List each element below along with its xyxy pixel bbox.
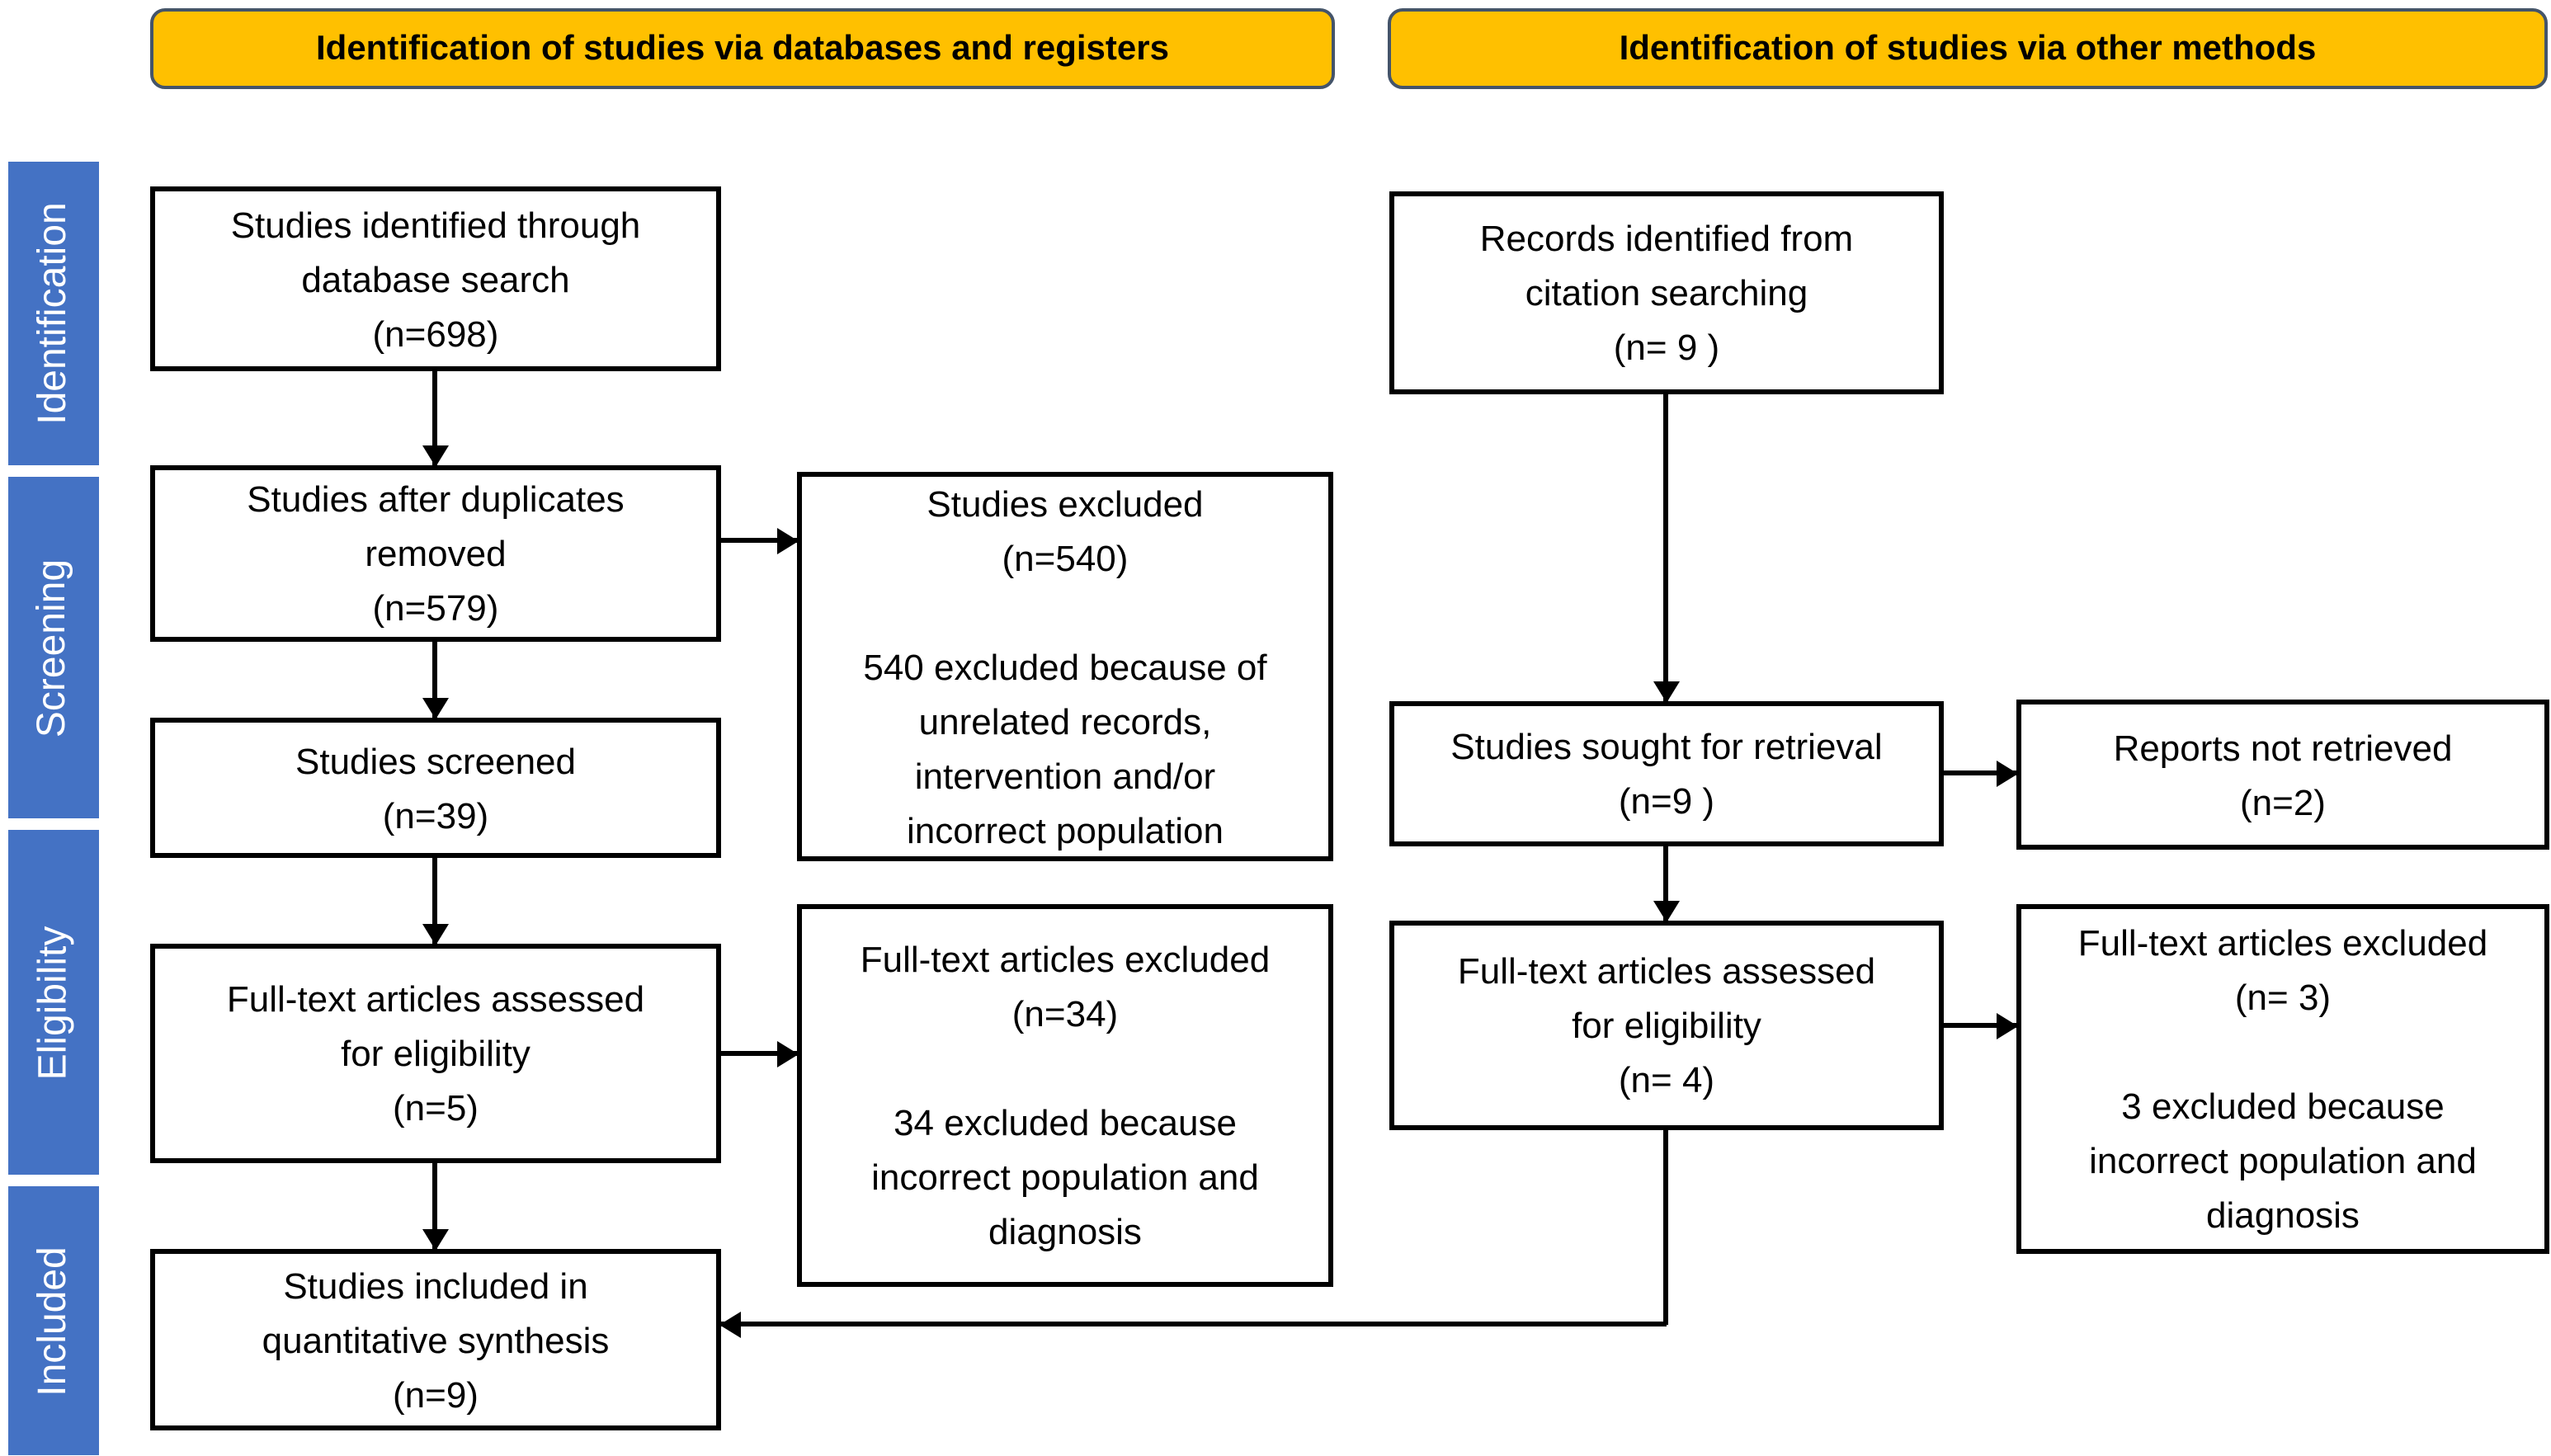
arrow-fulltext-to-included (432, 1163, 437, 1249)
stage-identification-label: Identification (31, 202, 76, 425)
box-studies-screened: Studies screened (n=39) (150, 718, 721, 858)
stage-included: Included (8, 1186, 99, 1455)
arrow-fulltext-other-to-excluded-other (1944, 1023, 2016, 1028)
arrow-sought-to-fulltext-other (1663, 846, 1668, 921)
header-other-methods: Identification of studies via other meth… (1388, 8, 2548, 89)
box-fulltext-assessed-database: Full-text articles assessed for eligibil… (150, 944, 721, 1163)
arrow-duplicates-to-excluded (721, 538, 797, 543)
arrow-other-branch-to-included (721, 1322, 1667, 1326)
box-reports-not-retrieved: Reports not retrieved (n=2) (2016, 700, 2549, 850)
box-fulltext-excluded-database: Full-text articles excluded (n=34) 34 ex… (797, 904, 1333, 1287)
stage-screening-label: Screening (31, 558, 76, 737)
arrow-fulltext-to-fulltext-excluded (721, 1051, 797, 1056)
box-duplicates-removed: Studies after duplicates removed (n=579) (150, 465, 721, 642)
stage-eligibility: Eligibility (8, 830, 99, 1175)
box-records-citation-searching: Records identified from citation searchi… (1389, 191, 1944, 394)
box-fulltext-assessed-other: Full-text articles assessed for eligibil… (1389, 921, 1944, 1130)
box-studies-excluded: Studies excluded (n=540) 540 excluded be… (797, 472, 1333, 861)
box-sought-for-retrieval: Studies sought for retrieval (n=9 ) (1389, 701, 1944, 846)
box-studies-included: Studies included in quantitative synthes… (150, 1249, 721, 1430)
arrow-sought-to-not-retrieved (1944, 770, 2016, 775)
arrow-duplicates-to-screened (432, 642, 437, 718)
box-fulltext-excluded-other: Full-text articles excluded (n= 3) 3 exc… (2016, 904, 2549, 1254)
stage-screening: Screening (8, 477, 99, 818)
arrow-screened-to-fulltext (432, 858, 437, 944)
stage-included-label: Included (31, 1246, 75, 1396)
arrow-citation-to-sought (1663, 394, 1668, 701)
stage-eligibility-label: Eligibility (31, 925, 75, 1080)
connector-other-branch-down (1663, 1130, 1668, 1325)
box-studies-identified-database: Studies identified through database sear… (150, 186, 721, 371)
header-databases-registers: Identification of studies via databases … (150, 8, 1335, 89)
stage-identification: Identification (8, 162, 99, 465)
arrow-identified-to-duplicates (432, 371, 437, 465)
